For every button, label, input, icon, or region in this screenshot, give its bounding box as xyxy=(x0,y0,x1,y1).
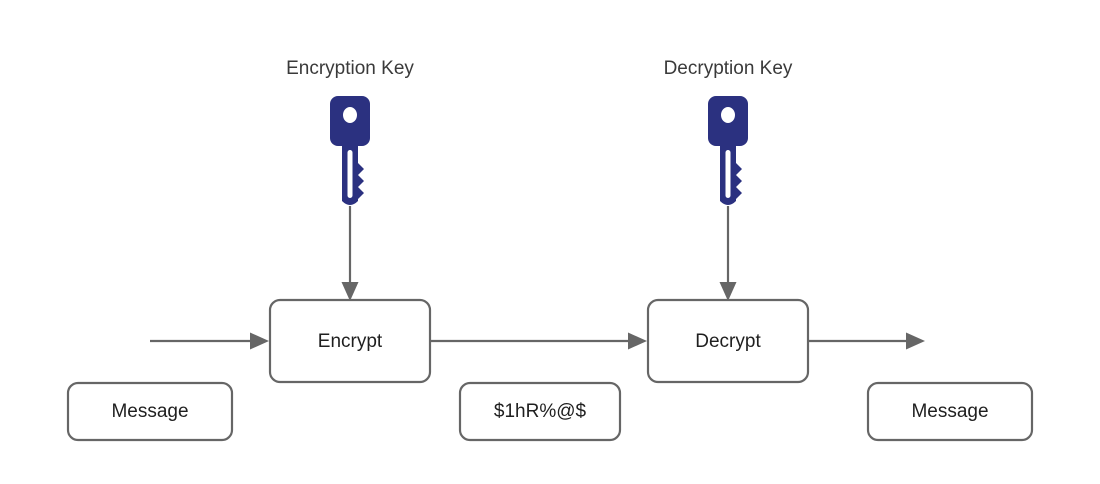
ciphertext-box[interactable]: $1hR%@$ xyxy=(458,381,622,442)
encryption-key-group[interactable]: Encryption Key xyxy=(286,58,414,301)
encrypt-to-decrypt-arrow xyxy=(430,332,647,350)
ciphertext-label: $1hR%@$ xyxy=(494,401,587,422)
plaintext-input-box[interactable]: Message xyxy=(66,381,234,442)
decryption-key-group[interactable]: Decryption Key xyxy=(664,58,793,301)
key-icon xyxy=(330,96,370,205)
encrypt-process-box[interactable]: Encrypt xyxy=(268,298,432,384)
encrypt-process-label: Encrypt xyxy=(318,331,383,352)
key-icon xyxy=(708,96,748,205)
decryption-key-to-decrypt-arrow xyxy=(719,206,737,301)
plaintext-input-label: Message xyxy=(111,401,188,422)
input-to-encrypt-arrow xyxy=(150,332,269,350)
encryption-key-label: Encryption Key xyxy=(286,58,414,79)
plaintext-output-box[interactable]: Message xyxy=(866,381,1034,442)
decrypt-process-box[interactable]: Decrypt xyxy=(646,298,810,384)
encryption-key-to-encrypt-arrow xyxy=(341,206,359,301)
decrypt-process-label: Decrypt xyxy=(695,331,761,352)
decryption-key-label: Decryption Key xyxy=(664,58,793,79)
plaintext-output-label: Message xyxy=(911,401,988,422)
decrypt-to-output-arrow xyxy=(808,332,925,350)
